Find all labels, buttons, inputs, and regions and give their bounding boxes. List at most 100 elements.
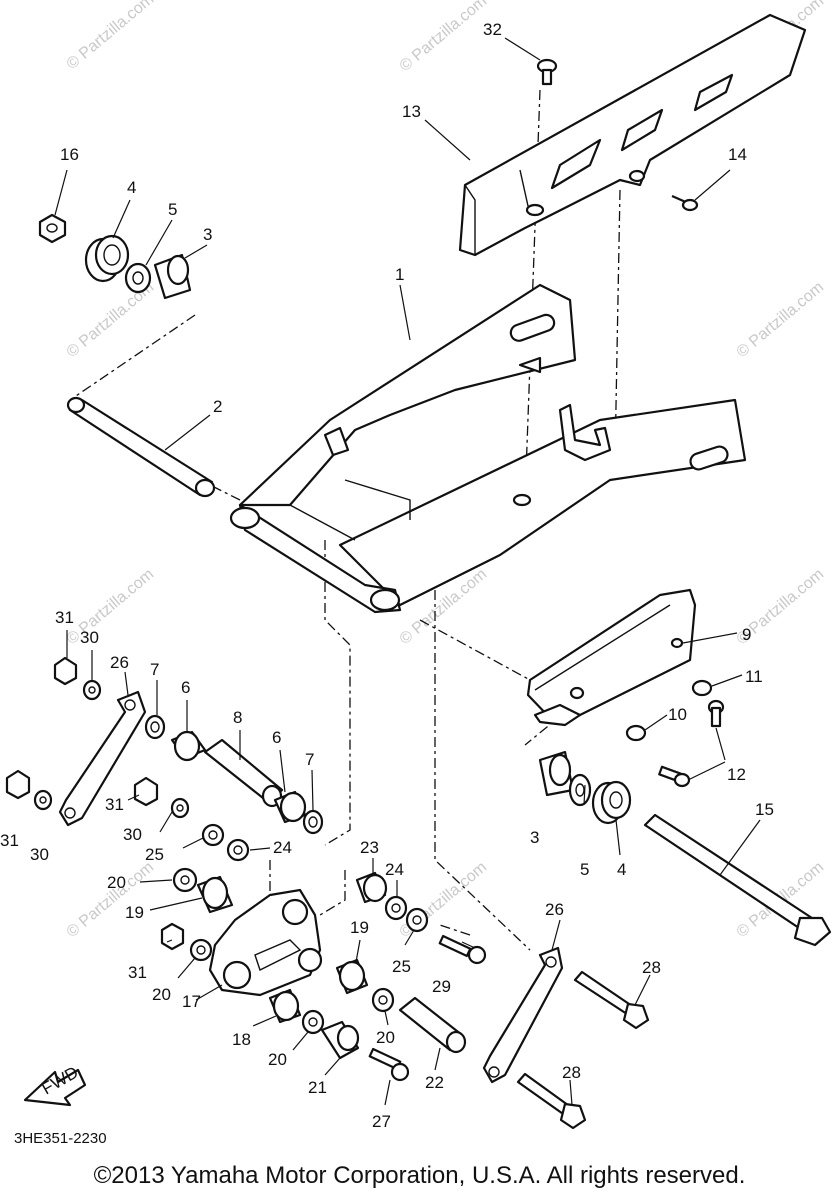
collar-8 (203, 738, 284, 808)
watermark: © Partzilla.com (64, 0, 158, 73)
spacer-24-a (226, 838, 250, 862)
collar-21 (320, 1020, 360, 1060)
callout-25: 25 (392, 957, 411, 976)
bushing-6-a (170, 730, 207, 762)
leader-lines (54, 37, 761, 1106)
callout-23: 23 (360, 838, 379, 857)
chain-case (458, 13, 807, 257)
callout-31: 31 (55, 608, 74, 627)
callout-28: 28 (562, 1063, 581, 1082)
nut-31-b (5, 769, 31, 800)
watermark: © Partzilla.com (64, 859, 158, 941)
callout-26: 26 (545, 900, 564, 919)
watermark: © Partzilla.com (734, 279, 828, 361)
callout-6: 6 (181, 678, 190, 697)
oil-seal-4-top (84, 234, 130, 283)
callout-3: 3 (203, 225, 212, 244)
callout-10: 10 (668, 705, 687, 724)
washer-20-c (371, 987, 395, 1013)
washer-20-d (301, 1009, 325, 1035)
bolt-28-a (573, 970, 650, 1030)
oil-seal-4-right (591, 780, 632, 825)
callout-25: 25 (145, 845, 164, 864)
callout-17: 17 (182, 992, 201, 1011)
washer-7-b (302, 809, 324, 835)
bolt-27 (368, 1047, 410, 1082)
bolt-12-a (707, 699, 725, 728)
callout-14: 14 (728, 145, 747, 164)
callout-5: 5 (168, 200, 177, 219)
callout-20: 20 (376, 1028, 395, 1047)
callout-3: 3 (530, 828, 539, 847)
bushing-3-right (538, 750, 575, 797)
nut-10 (625, 724, 647, 742)
callout-18: 18 (232, 1030, 251, 1049)
swingarm (229, 283, 747, 614)
callout-31: 31 (0, 831, 19, 850)
bushing-23 (355, 871, 388, 904)
washer-30-b (33, 789, 53, 811)
callout-6: 6 (272, 728, 281, 747)
callout-27: 27 (372, 1112, 391, 1131)
callout-28: 28 (642, 958, 661, 977)
bushing-3-top (153, 253, 192, 300)
callout-30: 30 (123, 825, 142, 844)
callout-31: 31 (128, 963, 147, 982)
bushing-19-a (196, 875, 234, 914)
fwd-arrow-icon: FWD (23, 1063, 87, 1107)
callout-19: 19 (350, 918, 369, 937)
callout-16: 16 (60, 145, 79, 164)
copyright-notice: ©2013 Yamaha Motor Corporation, U.S.A. A… (93, 1162, 746, 1189)
callout-20: 20 (107, 873, 126, 892)
washer-20-a (172, 867, 198, 893)
callout-26: 26 (110, 653, 129, 672)
callout-4: 4 (127, 178, 136, 197)
callout-13: 13 (402, 102, 421, 121)
callout-15: 15 (755, 800, 774, 819)
pivot-shaft-2 (66, 396, 216, 498)
diagram-code: 3HE351-2230 (14, 1130, 107, 1147)
callout-30: 30 (80, 628, 99, 647)
relay-arm-17 (208, 888, 323, 997)
callout-32: 32 (483, 20, 502, 39)
bolt-29 (438, 934, 487, 965)
chain-guide-9 (526, 588, 697, 727)
callout-31: 31 (105, 795, 124, 814)
callout-19: 19 (125, 903, 144, 922)
long-bolt-15 (643, 813, 832, 947)
washer-7-a (144, 714, 166, 740)
callout-24: 24 (273, 838, 292, 857)
spacer-25-a (201, 823, 225, 847)
callout-11: 11 (745, 667, 763, 686)
washer-30-c (170, 797, 190, 819)
callout-labels: 32 13 14 16 4 5 3 1 2 9 11 10 12 31 30 2… (0, 20, 774, 1131)
callout-5: 5 (580, 860, 589, 879)
screw-32 (536, 58, 558, 86)
spacer-24-b (384, 895, 408, 921)
collar-22 (398, 996, 467, 1054)
callout-30: 30 (30, 845, 49, 864)
callout-24: 24 (385, 860, 404, 879)
callout-2: 2 (213, 397, 222, 416)
callout-1: 1 (395, 265, 404, 284)
callout-29: 29 (432, 977, 451, 996)
washer-30-a (82, 679, 102, 701)
callout-7: 7 (305, 750, 314, 769)
washer-5-right (568, 773, 592, 807)
bushing-18 (268, 988, 302, 1024)
callout-22: 22 (425, 1073, 444, 1092)
nut-31-a (53, 656, 78, 686)
nut-31-c (133, 776, 159, 807)
bolt-28-b (516, 1072, 587, 1130)
bolt-14 (671, 194, 699, 212)
washer-5-top (124, 262, 152, 294)
callout-20: 20 (152, 985, 171, 1004)
callout-9: 9 (742, 625, 751, 644)
bushing-19-b (335, 958, 369, 995)
connecting-arm-26-right (482, 946, 564, 1084)
connecting-arm-26-left (58, 690, 147, 827)
callout-12: 12 (727, 765, 746, 784)
callout-4: 4 (617, 860, 626, 879)
nut-11 (691, 679, 713, 697)
